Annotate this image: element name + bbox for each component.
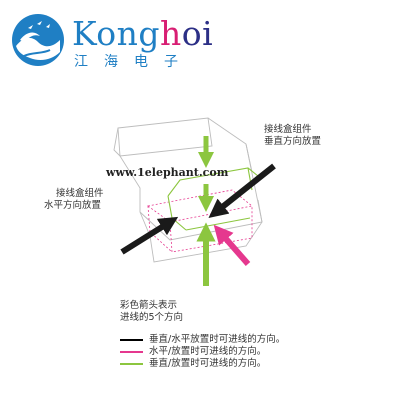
arrow-black-left [120,216,179,255]
legend-swatch-green [120,363,143,365]
legend-item: 水平/放置时可进线的方向。 [120,346,285,358]
caption-line2: 进线的5个方向 [120,312,184,323]
arrow-black-top [208,163,276,218]
legend-swatch-magenta [120,351,143,353]
konghoi-logo: Konghoi 江海电子 [10,12,213,72]
legend-text: 水平/放置时可进线的方向。 [149,346,267,357]
callout-horizontal: 接线盒组件 水平方向放置 [44,188,104,212]
legend-item: 垂直/水平放置时可进线的方向。 [120,334,285,346]
logo-name: Konghoi [72,16,213,52]
callout-horizontal-line1: 接线盒组件 [56,188,104,199]
caption-line1: 彩色箭头表示 [120,300,178,311]
logo-name-part: oi [181,14,214,53]
callout-vertical-line1: 接线盒组件 [264,124,312,135]
legend-swatch-black [120,339,143,341]
legend: 垂直/水平放置时可进线的方向。 水平/放置时可进线的方向。 垂直/放置时可进线的… [120,334,285,370]
callout-vertical-line2: 垂直方向放置 [264,136,322,147]
legend-item: 垂直/放置时可进线的方向。 [120,358,285,370]
wave-logo-icon [12,14,64,66]
caption: 彩色箭头表示 进线的5个方向 [120,300,183,324]
logo-name-part: h [160,14,182,53]
logo-name-part: Kong [72,14,161,53]
callout-vertical: 接线盒组件 垂直方向放置 [264,124,321,148]
watermark-text: www.1elephant.com [106,166,229,179]
legend-text: 垂直/放置时可进线的方向。 [149,358,267,369]
legend-text: 垂直/水平放置时可进线的方向。 [149,334,286,345]
logo-subtitle: 江海电子 [74,54,194,70]
callout-horizontal-line2: 水平方向放置 [44,200,102,211]
arrow-magenta [213,224,251,266]
